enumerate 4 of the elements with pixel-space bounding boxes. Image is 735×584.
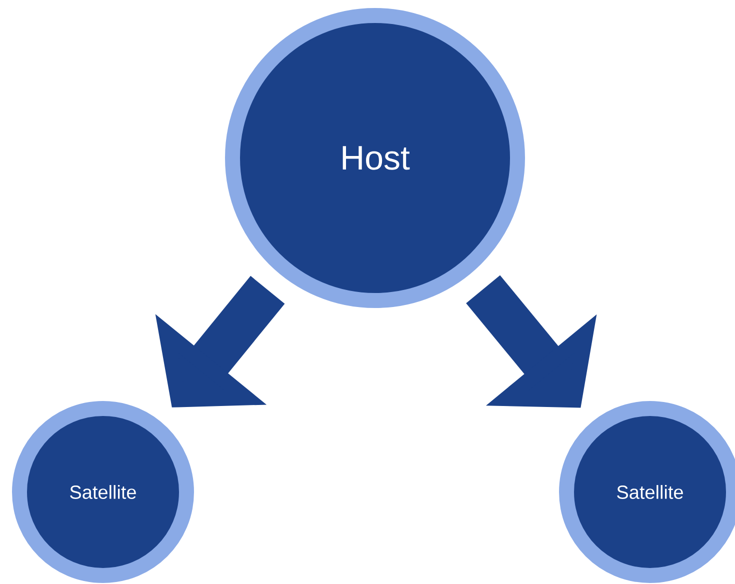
circle-node: Satellite	[559, 401, 735, 583]
block-arrow	[466, 275, 597, 408]
circle-node: Host	[225, 8, 525, 308]
circle-node: Satellite	[12, 401, 194, 583]
